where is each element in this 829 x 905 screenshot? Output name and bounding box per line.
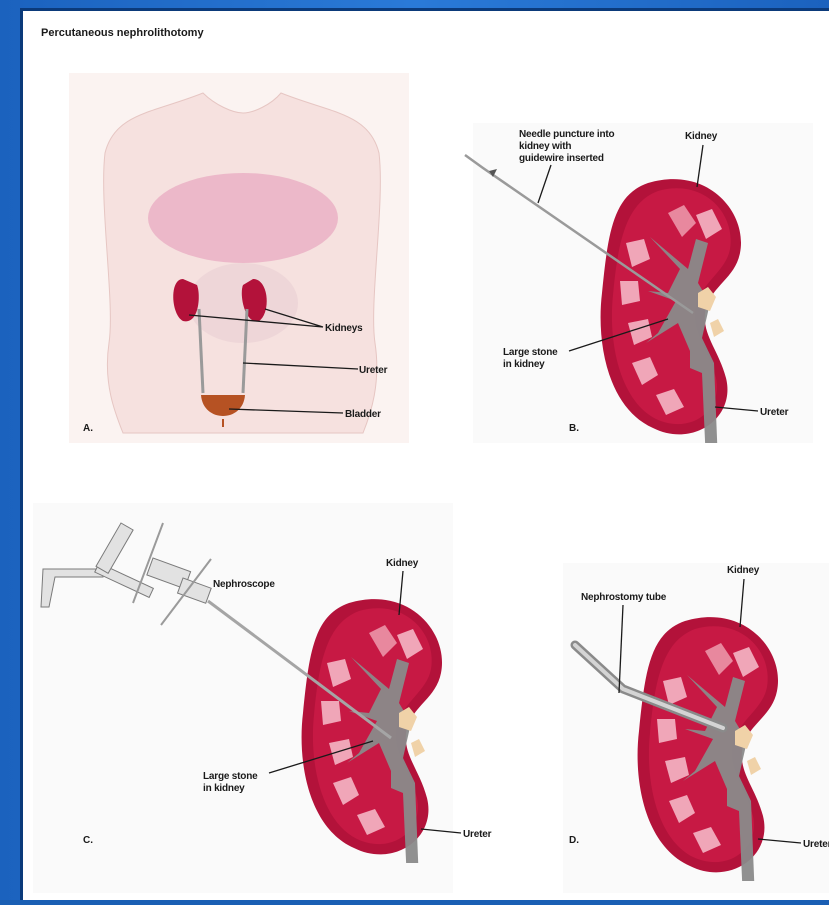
label-needle-2: kidney with xyxy=(519,141,571,152)
diagram-svg: Percutaneous nephrolithotomy Kidneys Ure… xyxy=(23,11,829,900)
label-kidneys: Kidneys xyxy=(325,323,363,334)
label-needle-1: Needle puncture into xyxy=(519,129,615,140)
panel-c: Nephroscope Kidney Large stone in kidney… xyxy=(33,503,492,893)
label-stone-b-1: Large stone xyxy=(503,347,558,358)
panel-d: Nephrostomy tube Kidney Ureter D. xyxy=(563,563,829,900)
figure-panel: Percutaneous nephrolithotomy Kidneys Ure… xyxy=(20,8,829,900)
label-kidney-d: Kidney xyxy=(727,565,760,576)
label-ureter-c: Ureter xyxy=(463,829,492,840)
panel-letter-a: A. xyxy=(83,423,93,434)
figure-title: Percutaneous nephrolithotomy xyxy=(41,27,204,39)
label-kidney-b: Kidney xyxy=(685,131,718,142)
label-ureter-a: Ureter xyxy=(359,365,388,376)
torso-icon xyxy=(69,73,409,443)
panel-a: Kidneys Ureter Bladder A. xyxy=(69,73,409,443)
panel-letter-d: D. xyxy=(569,835,579,846)
label-nephroscope: Nephroscope xyxy=(213,579,275,590)
label-needle-3: guidewire inserted xyxy=(519,153,604,164)
panel-letter-b: B. xyxy=(569,423,579,434)
label-bladder: Bladder xyxy=(345,409,381,420)
label-ureter-d: Ureter xyxy=(803,839,829,850)
label-stone-b-2: in kidney xyxy=(503,359,545,370)
panel-letter-c: C. xyxy=(83,835,93,846)
label-kidney-c: Kidney xyxy=(386,558,419,569)
label-stone-c-2: in kidney xyxy=(203,783,245,794)
label-stone-c-1: Large stone xyxy=(203,771,258,782)
panel-b: Needle puncture into kidney with guidewi… xyxy=(465,123,813,463)
label-nephrostomy-tube: Nephrostomy tube xyxy=(581,592,667,603)
label-ureter-b: Ureter xyxy=(760,407,789,418)
